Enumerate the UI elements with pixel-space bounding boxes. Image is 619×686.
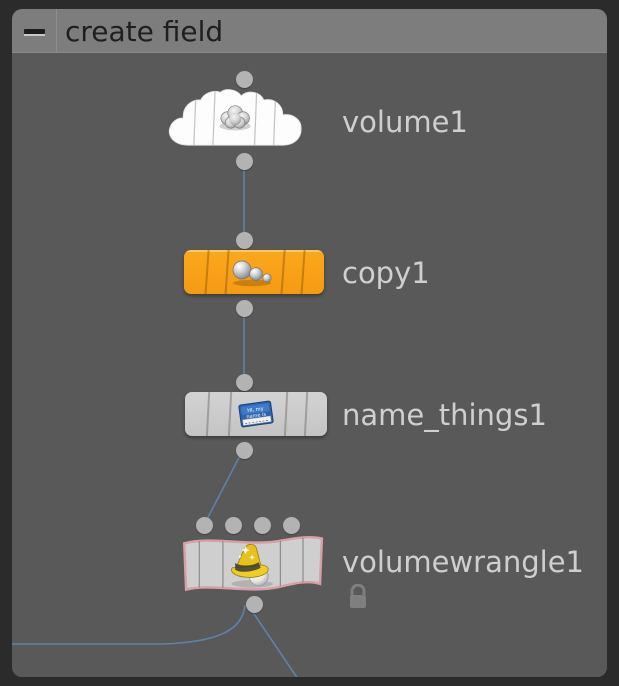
volumewrangle1-body[interactable] bbox=[178, 532, 330, 598]
node-label-copy1: copy1 bbox=[342, 256, 430, 290]
wizard-hat-icon bbox=[231, 543, 273, 588]
page-title: create field bbox=[65, 15, 224, 48]
minimize-icon bbox=[24, 29, 45, 36]
volumewrangle1-input-dot-2[interactable] bbox=[254, 517, 271, 534]
node-label-volume1: volume1 bbox=[342, 105, 468, 139]
node-graph-canvas[interactable]: volume1 bbox=[12, 53, 607, 677]
cloud-volume-icon bbox=[219, 105, 251, 131]
copy1-body[interactable] bbox=[184, 250, 324, 294]
volume1-output-dot[interactable] bbox=[236, 153, 253, 170]
titlebar-divider bbox=[56, 9, 57, 52]
copy1-input-dot[interactable] bbox=[236, 232, 253, 249]
wire-name_things1-volumewrangle1 bbox=[203, 447, 245, 526]
volumewrangle1-output-dot[interactable] bbox=[246, 596, 263, 613]
svg-text:name is: name is bbox=[246, 412, 267, 421]
svg-text:HI, my: HI, my bbox=[247, 406, 264, 414]
name_things1-body[interactable]: HI, my name is bbox=[185, 392, 327, 436]
lock-icon bbox=[350, 584, 366, 608]
volume1-input-dot[interactable] bbox=[236, 71, 253, 88]
wire-volumewrangle1-left bbox=[12, 604, 246, 645]
name-tag-icon: HI, my name is bbox=[238, 400, 274, 428]
network-editor-panel: create field bbox=[12, 9, 607, 677]
wire-volumewrangle1-bottom bbox=[247, 604, 298, 677]
panel-titlebar: create field bbox=[12, 9, 607, 53]
titlebar-separator bbox=[12, 52, 607, 53]
copy1-output-dot[interactable] bbox=[236, 300, 253, 317]
volume1-cloud-body[interactable] bbox=[165, 89, 321, 151]
volumewrangle1-input-dot-1[interactable] bbox=[225, 517, 242, 534]
volumewrangle1-input-dot-3[interactable] bbox=[283, 517, 300, 534]
name_things1-input-dot[interactable] bbox=[236, 374, 253, 391]
node-label-volumewrangle1: volumewrangle1 bbox=[342, 545, 584, 579]
minimize-button[interactable] bbox=[12, 9, 56, 52]
copy-spheres-icon bbox=[232, 260, 272, 287]
name_things1-output-dot[interactable] bbox=[236, 442, 253, 459]
volumewrangle1-input-dot-0[interactable] bbox=[196, 517, 213, 534]
node-label-name-things1: name_things1 bbox=[342, 398, 547, 432]
